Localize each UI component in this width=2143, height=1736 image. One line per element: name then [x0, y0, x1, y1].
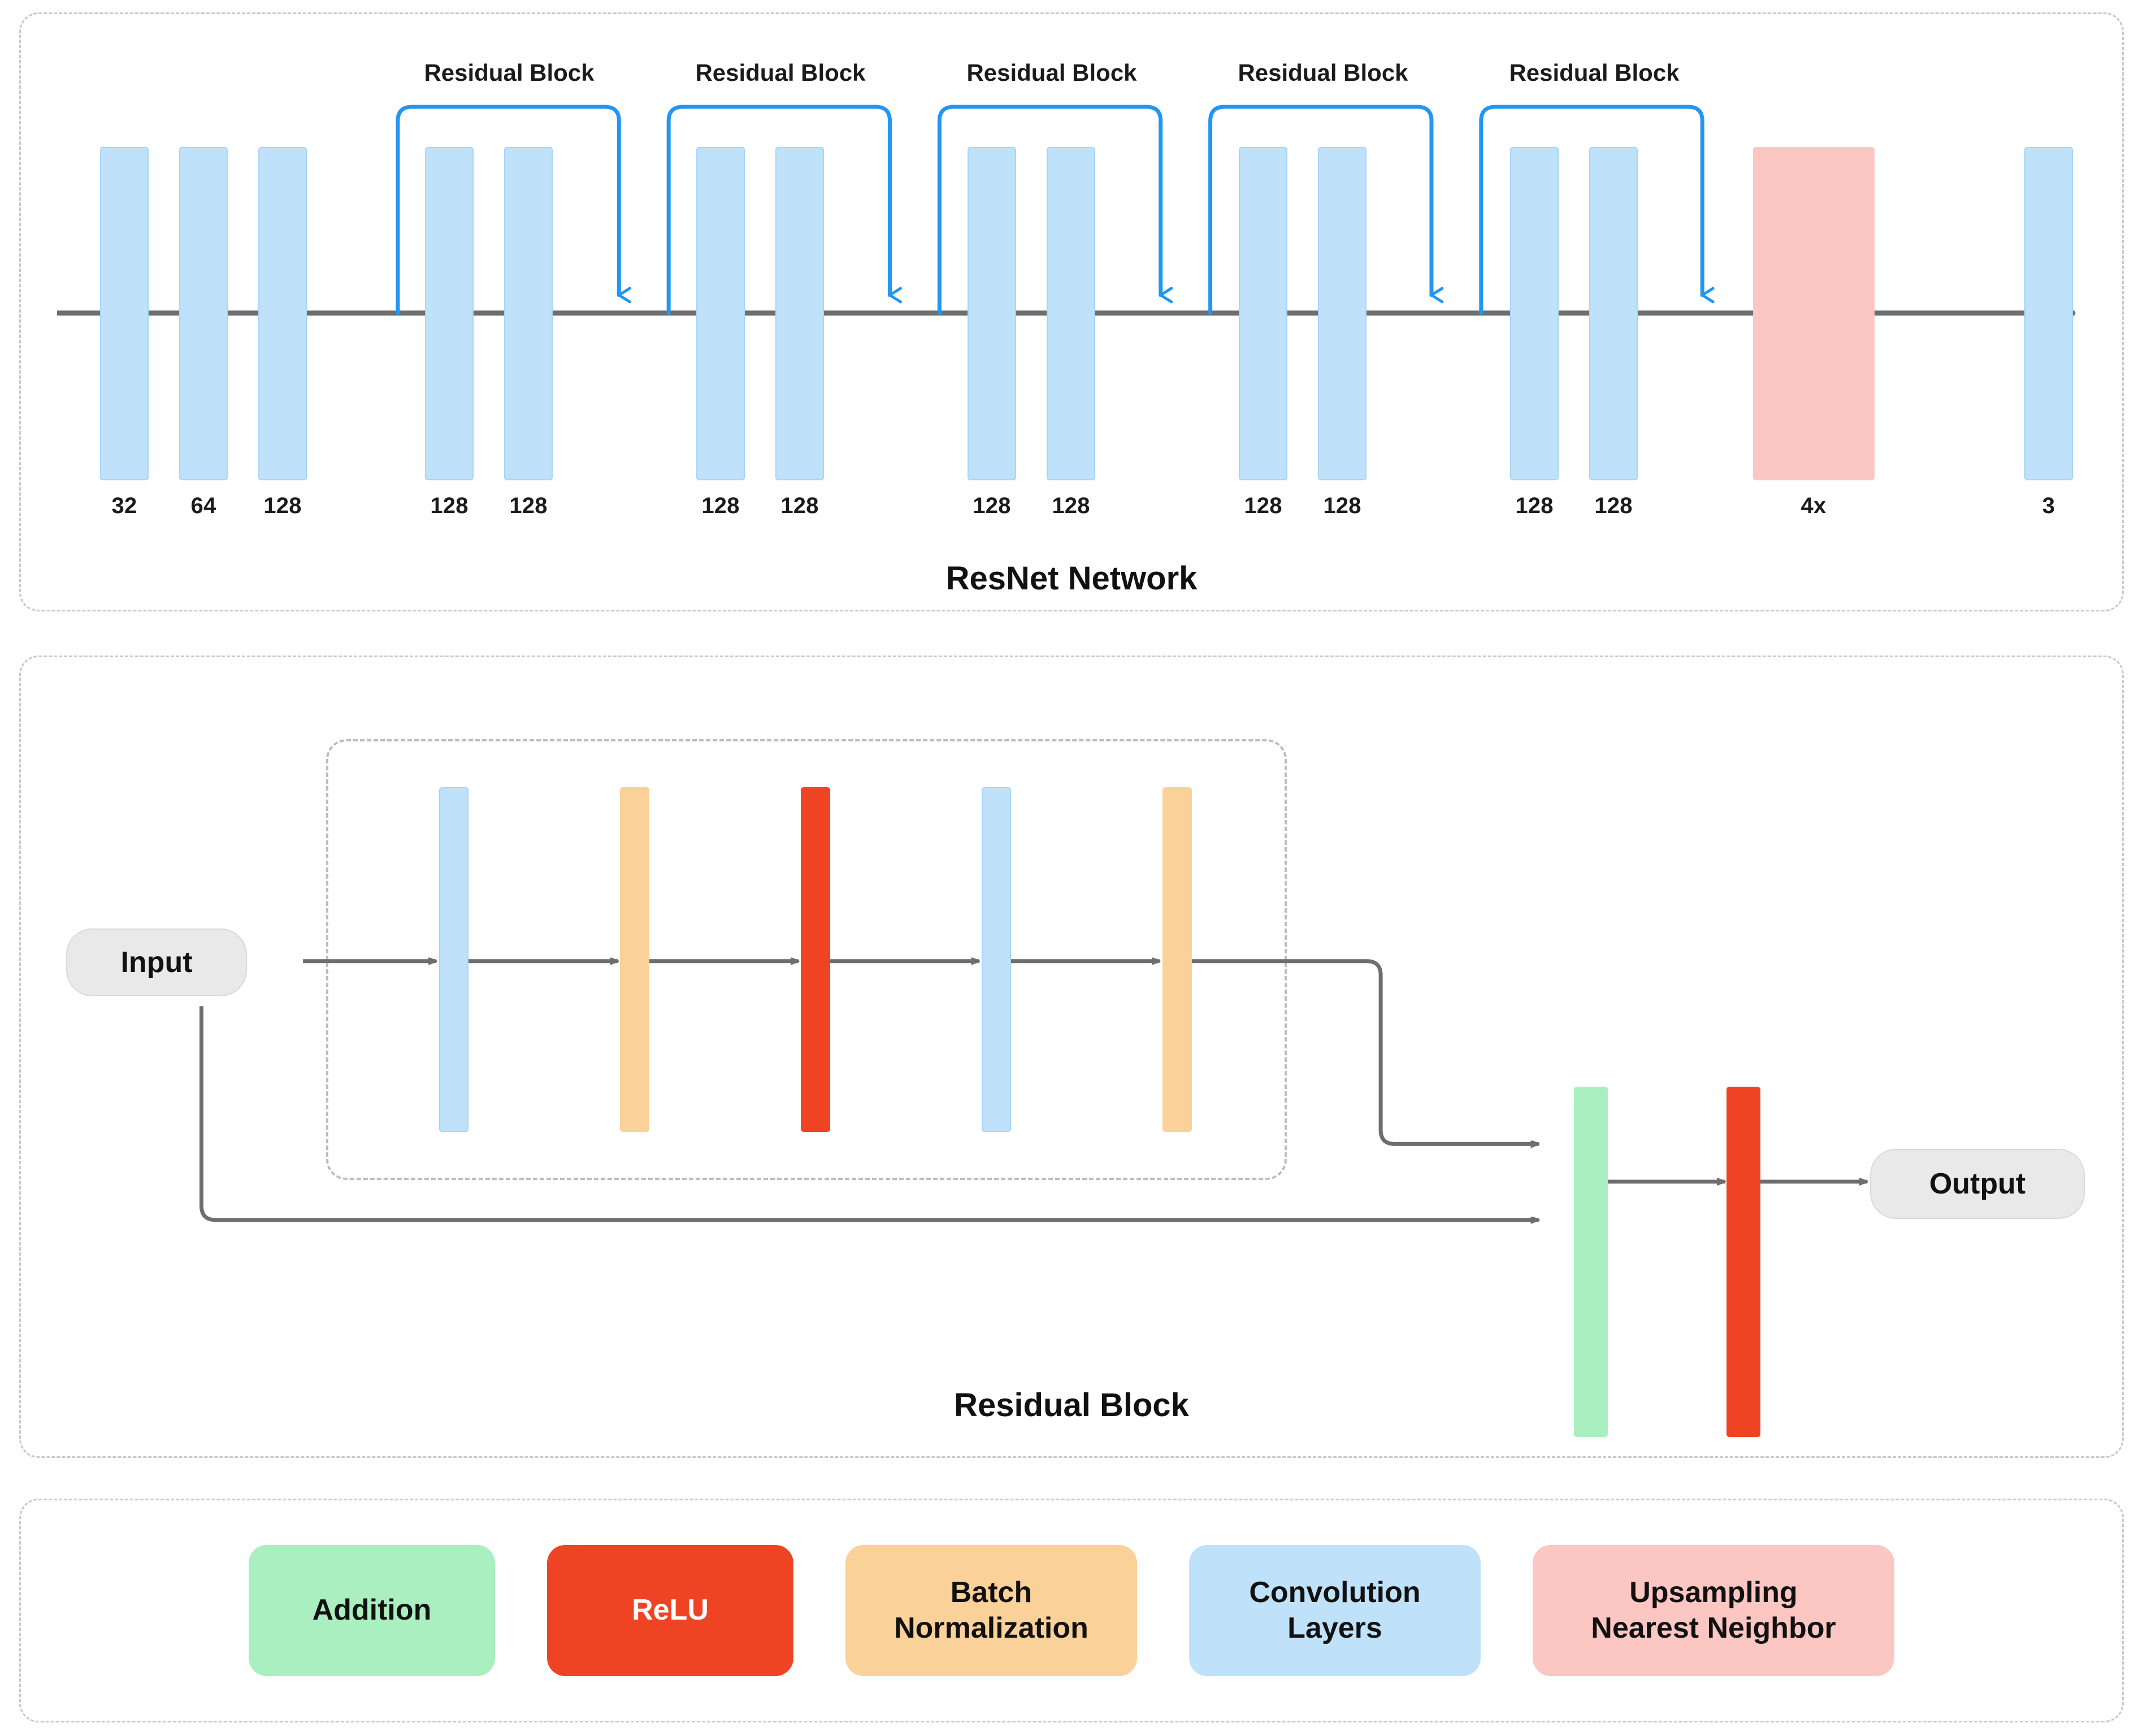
residual-block-tag-4: Residual Block — [1238, 59, 1408, 86]
skip-connection-2 — [666, 105, 890, 315]
layer-bar-upsampling-4x — [1753, 147, 1875, 480]
residual-layer-addition — [1574, 1087, 1608, 1437]
residual-block-panel-title: Residual Block — [954, 1387, 1189, 1423]
layer-bar-rb4-conv-a — [1239, 147, 1287, 480]
legend-item-relu: ReLU — [547, 1545, 793, 1676]
layer-label-0: 32 — [111, 493, 137, 518]
layer-bar-conv-3 — [2024, 147, 2073, 480]
residual-block-tag-1: Residual Block — [424, 59, 595, 86]
layer-bar-rb2-conv-a — [696, 147, 745, 480]
residual-block-connections-svg — [199, 657, 2122, 1456]
skip-connection-1 — [396, 105, 619, 315]
layer-label-4: 128 — [509, 493, 548, 518]
edge-bn2-to-addition — [1188, 959, 1539, 1144]
layer-label-5: 128 — [701, 493, 740, 518]
input-node-label: Input — [120, 946, 193, 979]
residual-layer-batchnorm-1 — [620, 787, 649, 1132]
skip-connection-3 — [937, 105, 1160, 315]
layer-bar-rb5-conv-b — [1589, 147, 1638, 480]
layer-label-13: 4x — [1801, 493, 1827, 518]
layer-bar-conv-128-1 — [258, 147, 307, 480]
layer-label-12: 128 — [1594, 493, 1633, 518]
layer-bar-rb3-conv-b — [1047, 147, 1095, 480]
skip-connection-4 — [1208, 105, 1431, 315]
layer-label-14: 3 — [2042, 493, 2055, 518]
layer-label-6: 128 — [780, 493, 819, 518]
skip-connection-5 — [1479, 105, 1702, 315]
layer-bar-rb1-conv-a — [425, 147, 474, 480]
layer-label-3: 128 — [430, 493, 468, 518]
residual-layer-relu-1 — [801, 787, 830, 1132]
layer-bar-conv-32 — [100, 147, 149, 480]
resnet-network-panel: 32 64 128 128 128 128 128 128 128 128 12… — [19, 12, 2124, 611]
residual-layer-relu-2 — [1726, 1087, 1760, 1437]
residual-block-tag-2: Residual Block — [695, 59, 866, 86]
input-node[interactable]: Input — [66, 928, 247, 996]
layer-bar-rb4-conv-b — [1318, 147, 1367, 480]
resnet-panel-title: ResNet Network — [945, 560, 1198, 597]
skip-connection-group — [396, 105, 1702, 315]
residual-block-panel: Input Output Residual Block — [19, 656, 2124, 1458]
edge-skip-input-to-addition — [199, 1006, 1538, 1219]
layer-bar-rb5-conv-a — [1510, 147, 1559, 480]
layer-label-2: 128 — [263, 493, 302, 518]
layer-bar-conv-64 — [179, 147, 228, 480]
layer-label-8: 128 — [1052, 493, 1090, 518]
legend-item-addition: Addition — [249, 1545, 495, 1676]
output-node-label: Output — [1929, 1168, 2026, 1200]
residual-layer-conv-1 — [439, 787, 468, 1132]
layer-label-10: 128 — [1323, 493, 1361, 518]
layer-bar-rb2-conv-b — [775, 147, 824, 480]
layer-bar-rb3-conv-a — [968, 147, 1016, 480]
legend-label-relu: ReLU — [632, 1594, 709, 1627]
layer-label-9: 128 — [1244, 493, 1282, 518]
residual-layer-batchnorm-2 — [1162, 787, 1192, 1132]
layer-label-11: 128 — [1515, 493, 1554, 518]
layer-label-7: 128 — [973, 493, 1011, 518]
residual-block-tag-3: Residual Block — [966, 59, 1137, 86]
residual-block-tag-5: Residual Block — [1509, 59, 1680, 86]
output-node[interactable]: Output — [1870, 1149, 2085, 1219]
layer-bar-rb1-conv-b — [504, 147, 553, 480]
layer-label-1: 64 — [190, 493, 216, 518]
legend-label-addition: Addition — [312, 1594, 432, 1627]
residual-layer-conv-2 — [982, 787, 1011, 1132]
